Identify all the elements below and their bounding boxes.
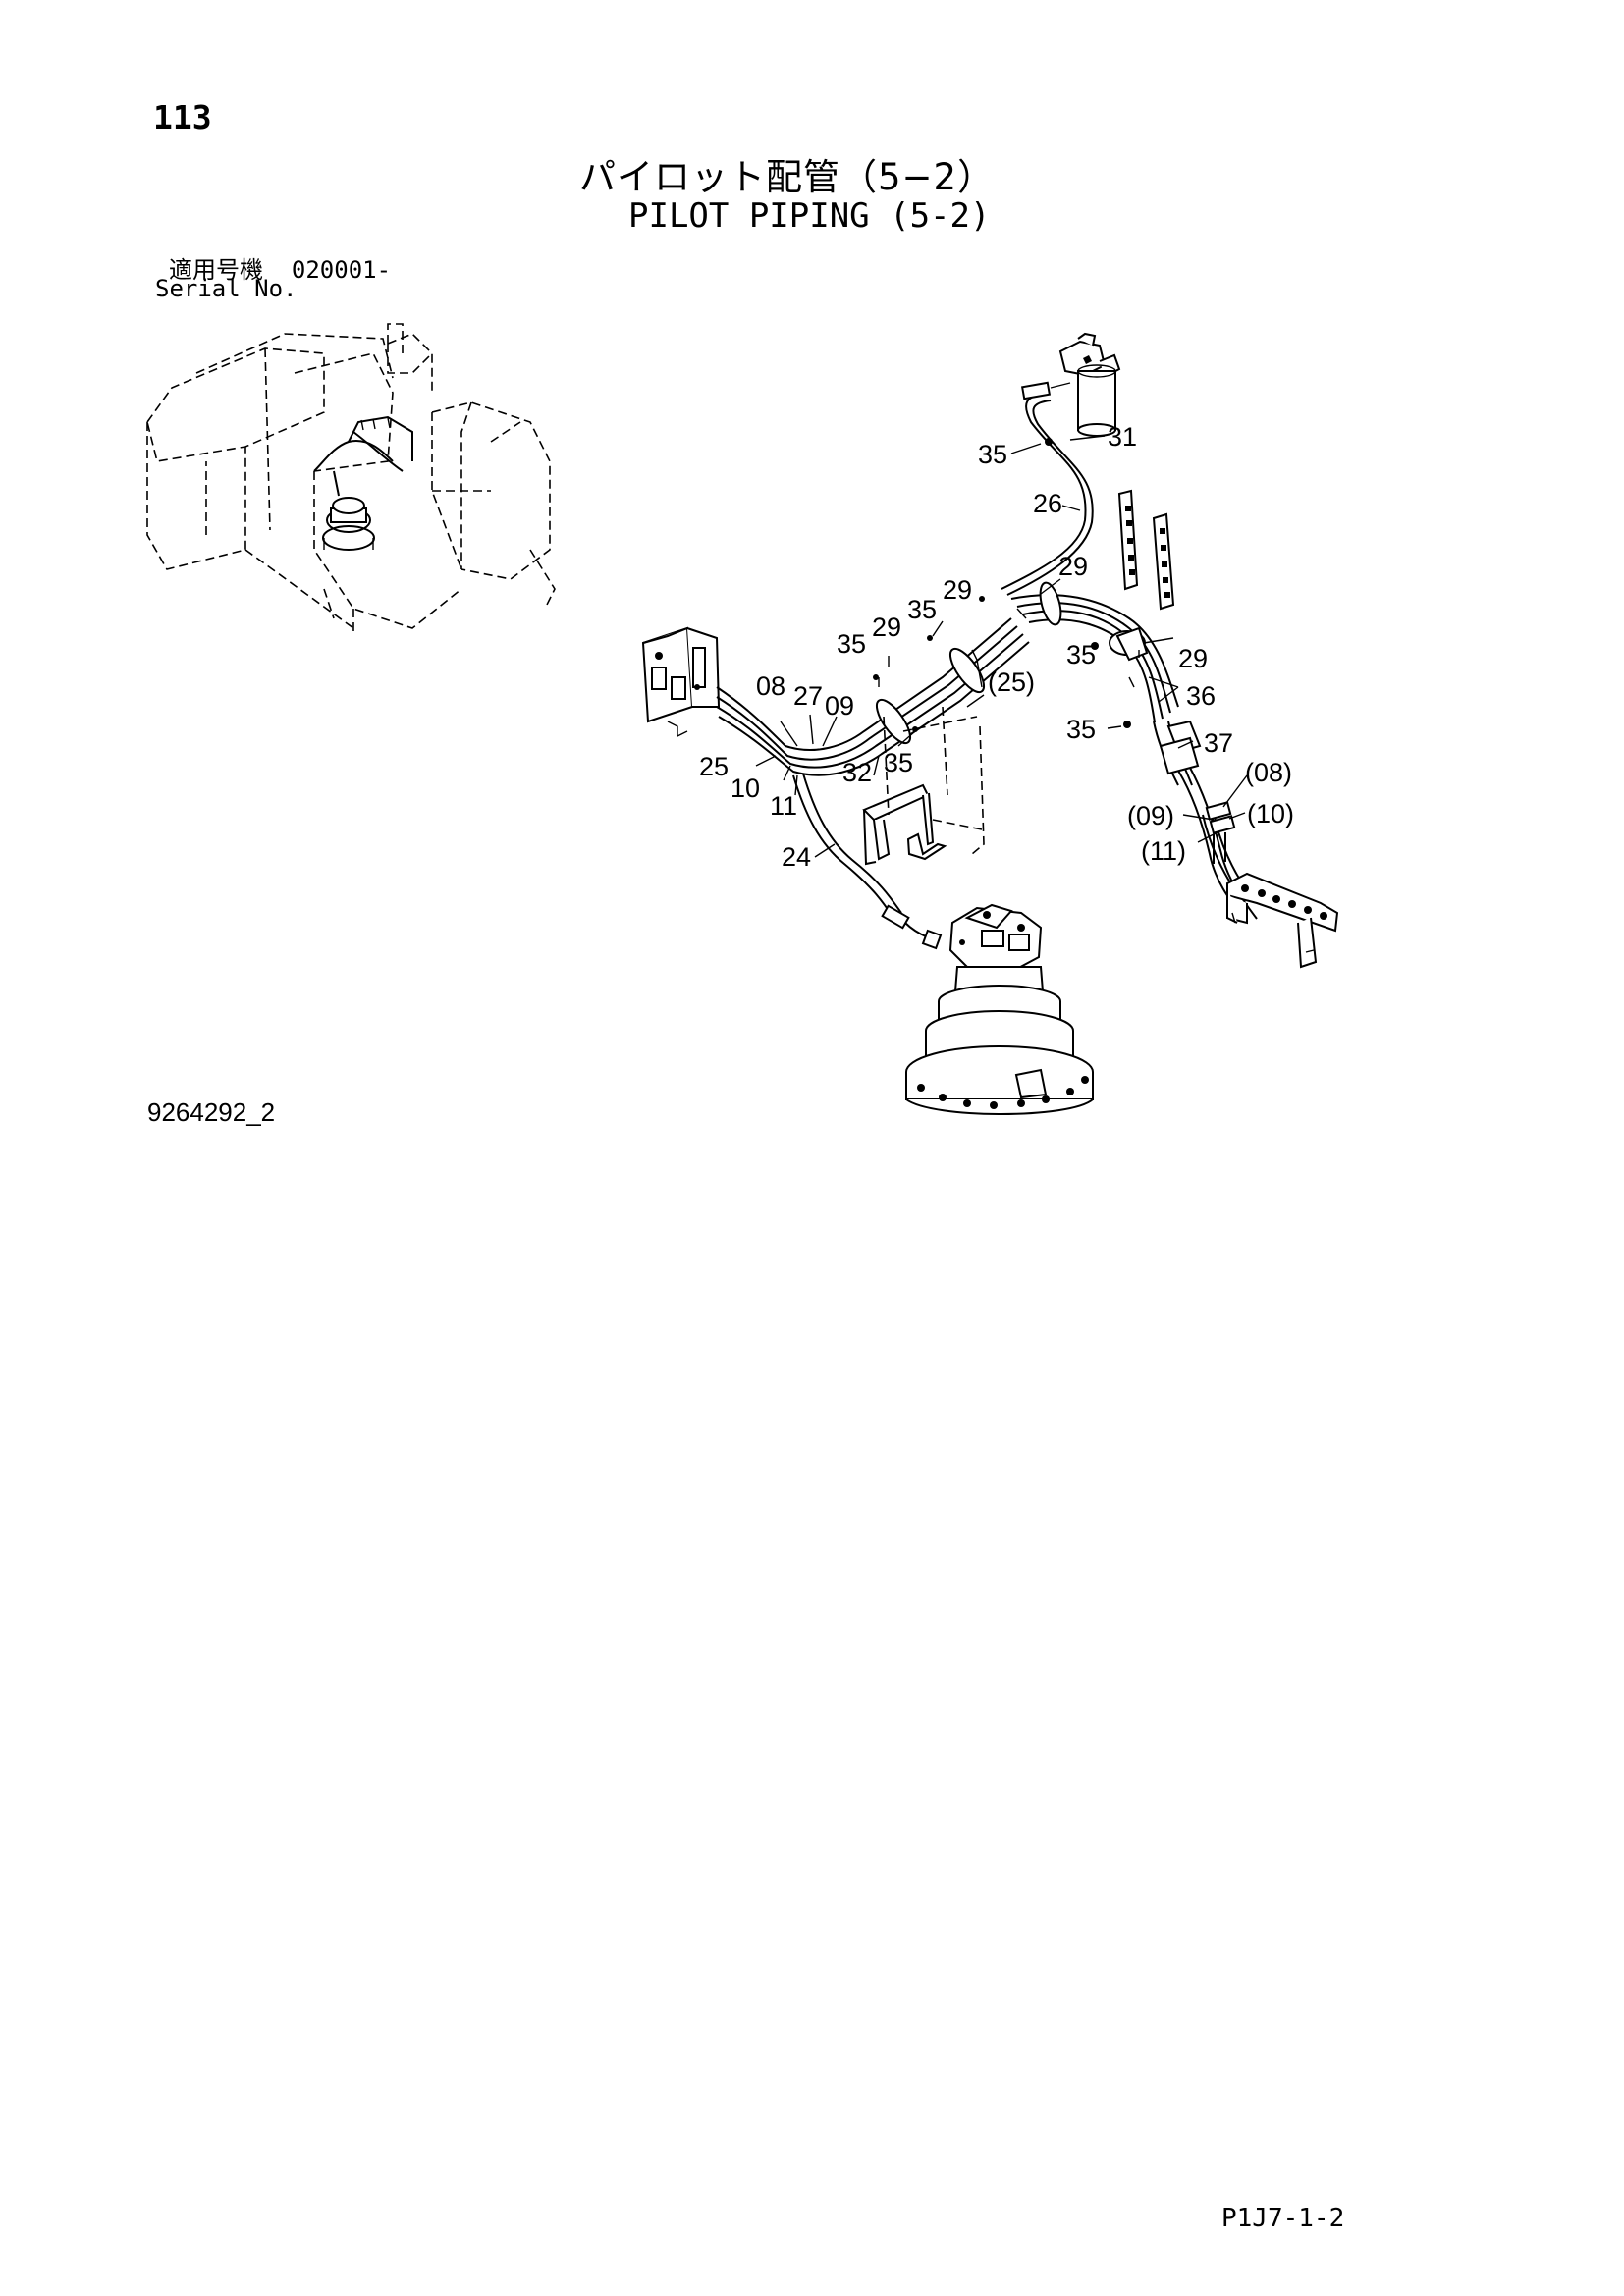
serial-label-japanese: 適用号機 (169, 256, 263, 284)
callout-09-ref: (09) (1127, 801, 1174, 830)
serial-value: 020001- (291, 256, 392, 284)
callout-36: 36 (1186, 681, 1216, 711)
callout-35: 35 (907, 595, 937, 624)
serial-line-japanese: 適用号機 020001- (169, 250, 391, 285)
hose-bundle-left (716, 617, 1030, 776)
sheet-reference: P1J7-1-2 (1221, 2204, 1345, 2233)
callout-32: 32 (842, 758, 872, 787)
left-valve-block (641, 626, 721, 738)
callout-37: 37 (1204, 728, 1233, 758)
hose-24 (792, 773, 943, 950)
callout-10-ref: (10) (1247, 799, 1294, 828)
right-valve-block (1226, 872, 1339, 969)
pilot-filter-assembly (1050, 332, 1121, 437)
callout-31: 31 (1108, 422, 1137, 452)
callout-29: 29 (872, 613, 901, 642)
callout-29: 29 (1178, 644, 1208, 673)
callout-08: 08 (756, 671, 785, 701)
leader-lines (755, 435, 1248, 858)
callout-35: 35 (1066, 640, 1096, 669)
callout-10: 10 (731, 774, 760, 803)
callout-11: 11 (770, 791, 797, 821)
valve-plates (1117, 489, 1175, 611)
callout-27: 27 (793, 681, 823, 711)
page-title-english: PILOT PIPING (5-2) (628, 196, 991, 236)
callout-35: 35 (884, 748, 913, 777)
page-number: 113 (153, 98, 212, 136)
callout-08-ref: (08) (1245, 758, 1292, 787)
swing-motor (905, 903, 1094, 1115)
hose-bundle-right (1010, 581, 1179, 723)
callout-24: 24 (782, 842, 811, 872)
callout-29: 29 (1058, 552, 1088, 581)
key-map-thumbnail (146, 323, 556, 633)
callout-35: 35 (837, 629, 866, 659)
drawing-code: 9264292_2 (147, 1097, 276, 1127)
callout-25-ref: (25) (988, 667, 1035, 697)
mounting-bracket (862, 706, 985, 866)
callout-labels: 35 31 26 29 29 35 29 35 08 27 09 (25) 25… (699, 422, 1294, 872)
serial-label-english: Serial No. (155, 275, 298, 302)
callout-11-ref: (11) (1141, 836, 1186, 866)
callout-26: 26 (1033, 489, 1062, 518)
callout-29: 29 (943, 575, 972, 605)
hose-26 (1001, 381, 1094, 596)
callout-09: 09 (825, 691, 854, 721)
callout-35: 35 (978, 440, 1007, 469)
callout-25: 25 (699, 752, 729, 781)
callout-35: 35 (1066, 715, 1096, 744)
page-title-japanese: パイロット配管（5−2） (579, 156, 996, 198)
bolts (873, 438, 1131, 732)
